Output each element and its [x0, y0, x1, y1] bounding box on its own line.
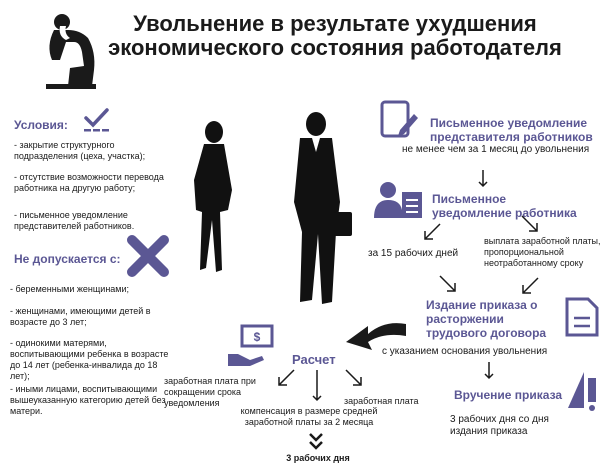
- delivery-detail: 3 рабочих дня со дня издания приказа: [450, 414, 549, 437]
- arrow-down-left-icon: [424, 223, 441, 240]
- document-pen-icon: [380, 100, 418, 138]
- settlement-left: заработная плата при сокращении срока ув…: [164, 376, 256, 408]
- double-chevron-down-icon: [309, 433, 323, 450]
- woman-silhouette: [194, 121, 232, 272]
- checkmark-icon: [84, 108, 109, 132]
- not-allowed-item-2: - женщинами, имеющими детей в возрасте д…: [10, 306, 151, 327]
- settlement-bottom: 3 рабочих дня: [286, 453, 350, 463]
- thinker-figure-icon: [46, 14, 96, 89]
- not-allowed-item-3: - одинокими матерями, воспитывающими реб…: [10, 338, 169, 381]
- big-curved-arrow-icon: [346, 323, 406, 350]
- hand-money-icon: $: [228, 324, 274, 366]
- settlement-right: заработная плата: [344, 396, 419, 406]
- notice-worker-heading: Письменное уведомление работника: [432, 192, 577, 220]
- notice-worker-option-a: за 15 рабочих дней: [368, 248, 459, 259]
- not-allowed-item-4: - иными лицами, воспитывающими вышеуказа…: [10, 384, 166, 416]
- arrow-down-right-icon: [345, 369, 362, 386]
- arrow-down-icon: [484, 362, 494, 380]
- document-icon: [565, 297, 599, 337]
- settlement-middle: компенсация в размере средней заработной…: [240, 406, 378, 427]
- conditions-heading: Условия:: [14, 118, 68, 132]
- arrow-down-icon: [312, 370, 322, 402]
- condition-item-2: - отсутствие возможности перевода работн…: [14, 172, 164, 193]
- page-title: Увольнение в результате ухудшения эконом…: [108, 11, 562, 60]
- condition-item-3: - письменное уведомление представителей …: [14, 210, 135, 231]
- cross-icon: [127, 235, 169, 277]
- notice-worker-option-b: выплата заработной платы, пропорциональн…: [484, 236, 601, 268]
- notice-reps-detail: не менее чем за 1 месяц до увольнения: [402, 144, 590, 155]
- delivery-heading: Вручение приказа: [454, 388, 563, 402]
- man-silhouette: [294, 112, 352, 304]
- not-allowed-heading: Не допускается с:: [14, 252, 121, 266]
- hand-document-icon: [568, 372, 596, 411]
- arrow-down-right-icon: [439, 275, 456, 292]
- notice-reps-heading: Письменное уведомление представителя раб…: [430, 116, 593, 144]
- not-allowed-item-1: - беременными женщинами;: [10, 284, 130, 294]
- order-heading: Издание приказа о расторжении трудового …: [426, 298, 547, 340]
- arrow-down-right-icon: [521, 215, 538, 232]
- order-detail: с указанием основания увольнения: [382, 346, 548, 357]
- condition-item-1: - закрытие структурного подразделения (ц…: [14, 140, 146, 161]
- svg-text:$: $: [254, 330, 261, 344]
- arrow-down-icon: [478, 170, 488, 188]
- arrow-down-left-icon: [522, 277, 539, 294]
- arrow-down-left-icon: [278, 369, 295, 386]
- settlement-heading: Расчет: [292, 352, 336, 367]
- person-document-icon: [374, 182, 422, 218]
